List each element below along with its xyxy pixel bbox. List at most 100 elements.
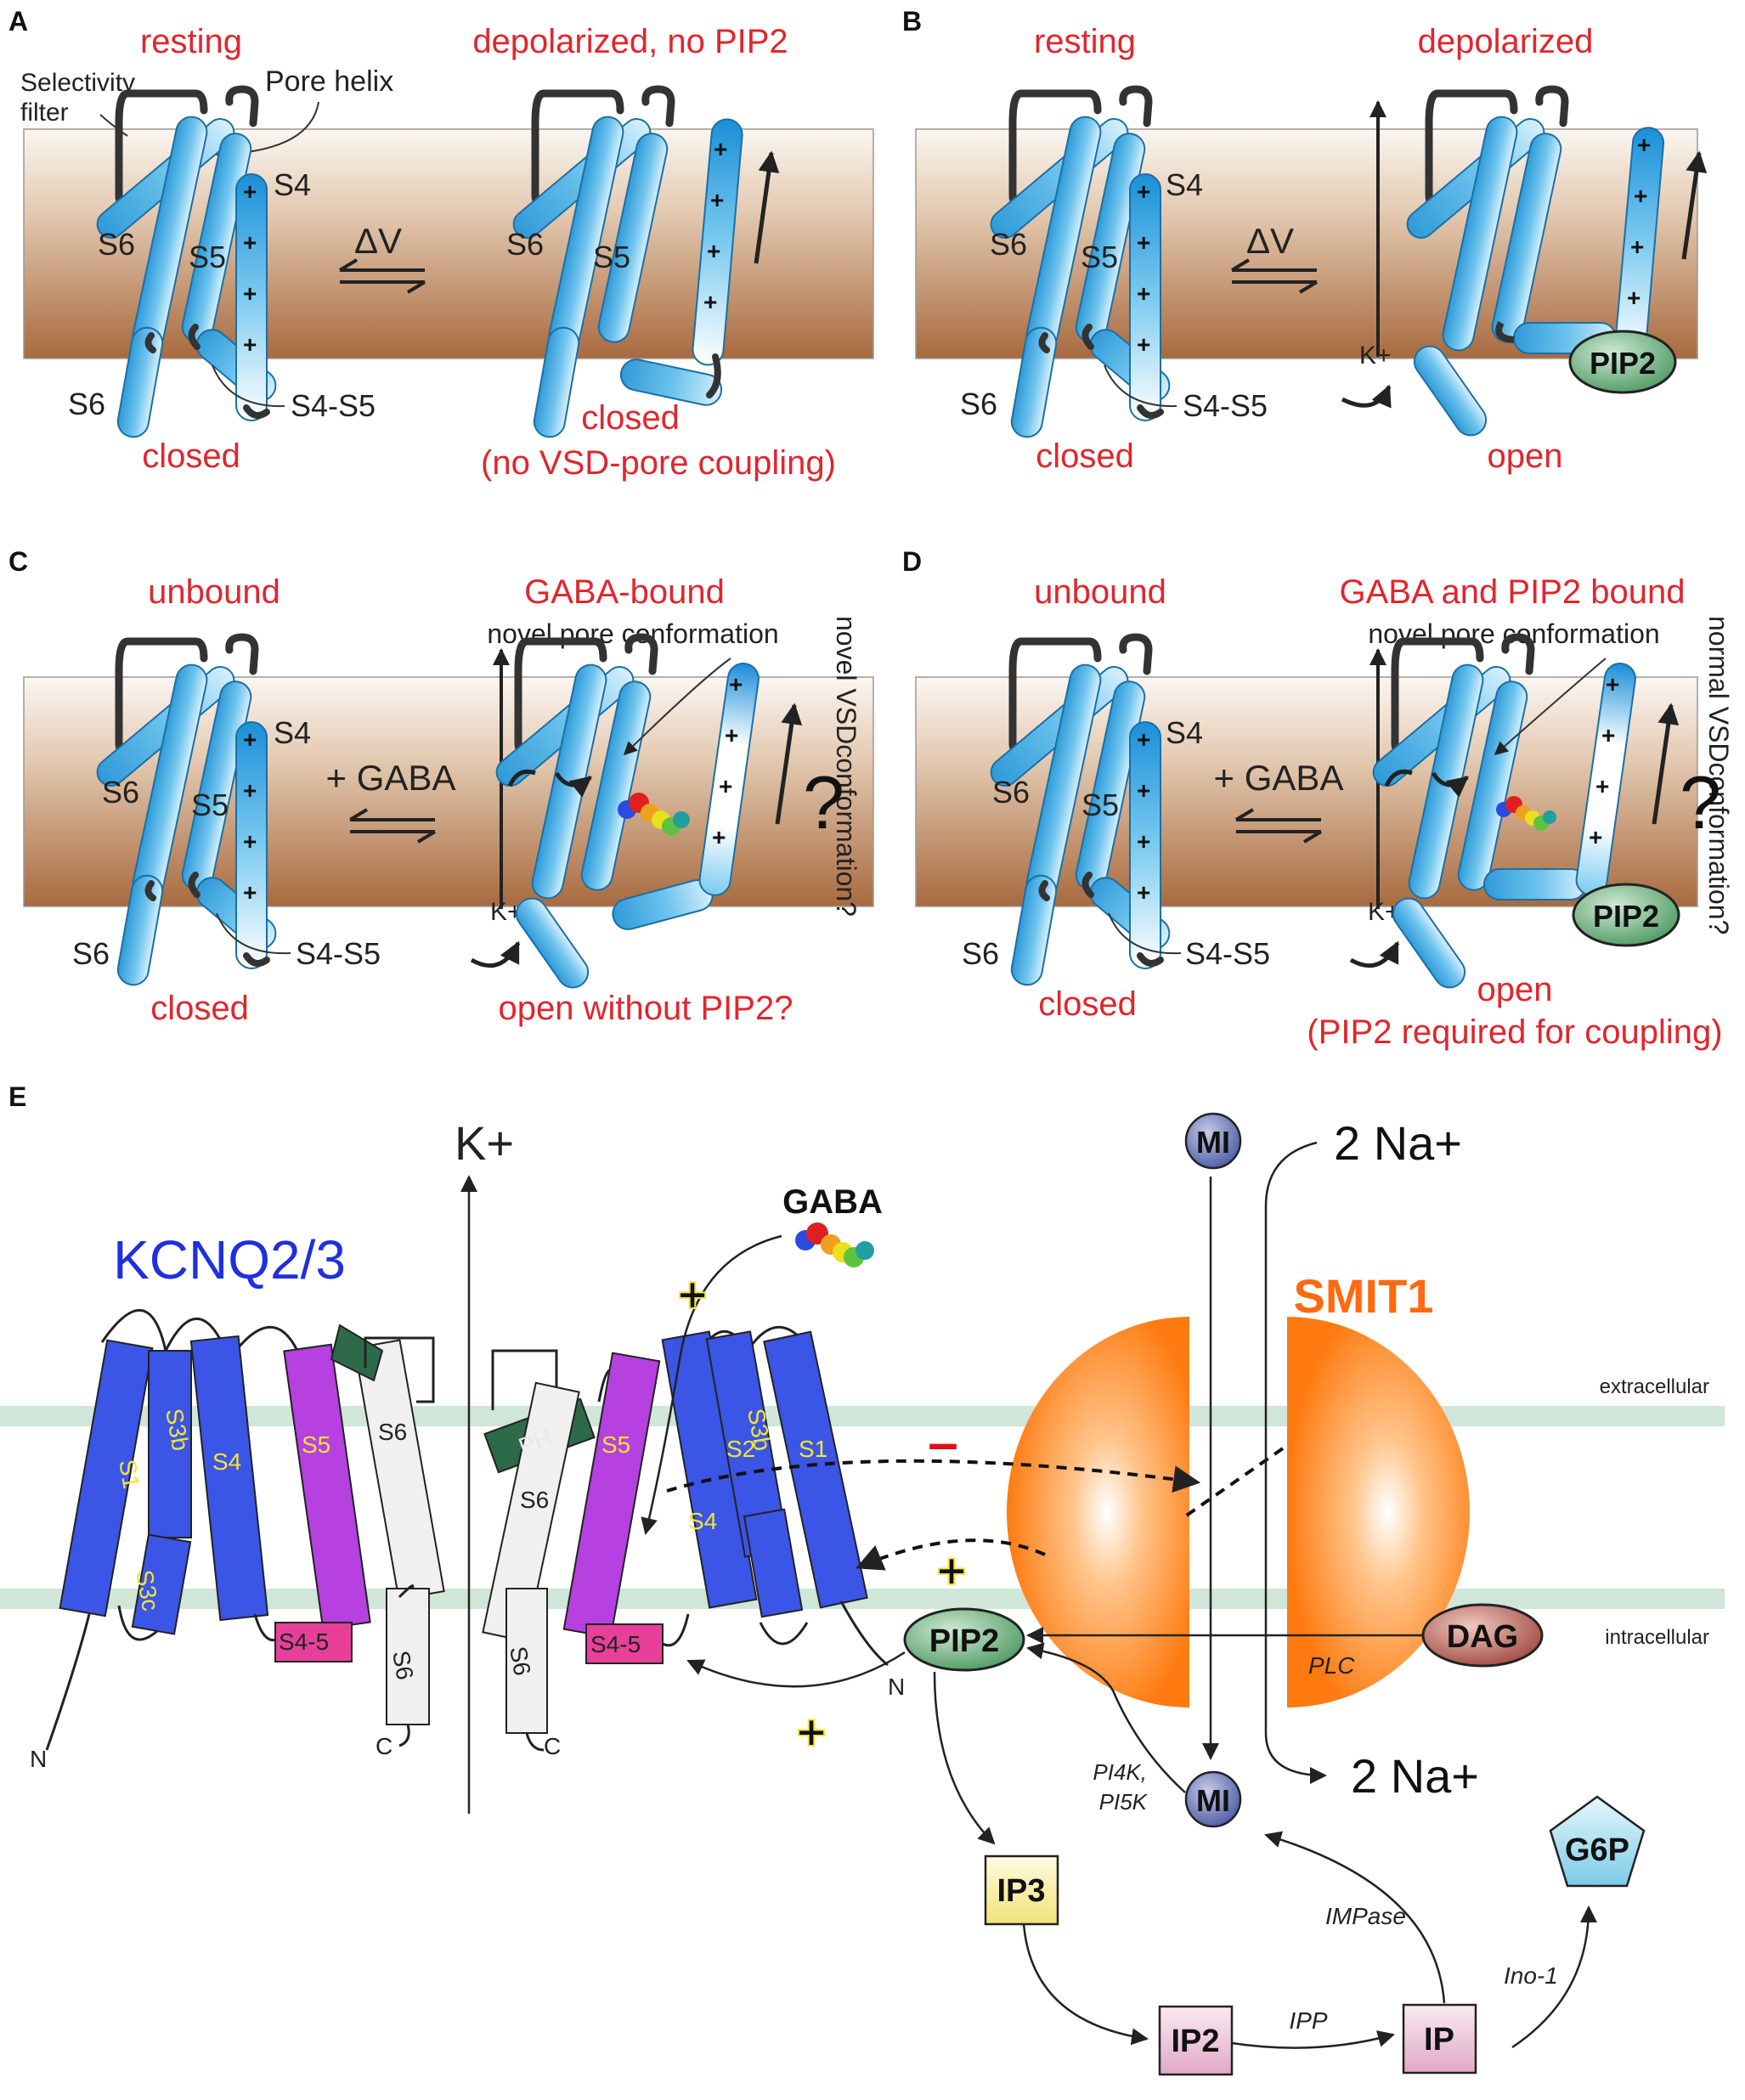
gaba-arrow-label-d: + GABA xyxy=(1214,758,1344,798)
kcnq-right-subunit: S5 S2 S3b S1 S4 PH S6 S6 S4-5 C N xyxy=(482,1326,905,1759)
mi-top xyxy=(1184,1112,1242,1170)
state-c-right-top: GABA-bound xyxy=(524,573,725,611)
s6-lower-label-d: S6 xyxy=(962,936,999,971)
svg-text:DAG: DAG xyxy=(1447,1619,1518,1655)
svg-text:+: + xyxy=(1634,183,1647,209)
intracellular-label: intracellular xyxy=(1605,1626,1709,1649)
svg-text:+: + xyxy=(719,773,732,799)
gaba-arrow-label-c: + GABA xyxy=(326,758,456,798)
s4-charges: ++ ++ xyxy=(243,178,257,358)
svg-text:+: + xyxy=(1627,285,1641,311)
svg-text:+: + xyxy=(729,671,743,697)
s4-s5-label-d: S4-S5 xyxy=(1185,936,1270,971)
ip2-box xyxy=(1158,2005,1234,2076)
s4-label: S4 xyxy=(274,167,311,202)
s5-label-d: S5 xyxy=(1081,788,1119,822)
s6-lower-label: S6 xyxy=(68,387,105,421)
state-d-right-bottom-1: open xyxy=(1477,971,1553,1008)
s6-lower-label-c: S6 xyxy=(72,936,110,971)
s6-right-label: S6 xyxy=(506,227,544,262)
s6-lower-label-b: S6 xyxy=(960,387,997,421)
state-a-right-top: depolarized, no PIP2 xyxy=(472,23,788,60)
state-a-left-bottom: closed xyxy=(142,438,240,475)
membrane-outer-band xyxy=(0,1406,1725,1426)
s6-label: S6 xyxy=(98,227,135,262)
svg-text:+: + xyxy=(703,289,717,315)
question-mark-d: ? xyxy=(1680,760,1721,844)
selectivity-filter-label-2: filter xyxy=(20,99,69,127)
svg-text:PIP2: PIP2 xyxy=(1590,346,1656,381)
ipp-label: IPP xyxy=(1289,2007,1327,2034)
side-note-c: novel VSDconformation? xyxy=(831,616,861,917)
delta-v-label-b: ΔV xyxy=(1246,221,1294,261)
svg-text:+: + xyxy=(710,187,724,213)
svg-text:MI: MI xyxy=(1196,1783,1230,1818)
pip2-bubble-d xyxy=(1572,883,1680,947)
svg-text:+: + xyxy=(243,178,257,205)
s6-left: S6 xyxy=(378,1419,407,1445)
s4-left: S4 xyxy=(212,1448,241,1475)
svg-text:+: + xyxy=(1589,824,1602,850)
plus-pip2: + xyxy=(796,1704,826,1761)
panel-letter-e: E xyxy=(8,1081,26,1112)
kplus-e: K+ xyxy=(455,1116,514,1170)
s6-label-c: S6 xyxy=(102,775,139,810)
panel-a: resting depolarized, no PIP2 closed clos… xyxy=(20,23,874,482)
svg-text:+: + xyxy=(243,879,257,906)
minus-smit: – xyxy=(928,1412,958,1473)
svg-text:+: + xyxy=(1601,722,1615,748)
selectivity-filter-label: Selectivity xyxy=(20,69,135,97)
svg-text:G6P: G6P xyxy=(1565,1832,1629,1868)
pi5k-label: PI5K xyxy=(1099,1789,1149,1815)
c-term-right: C xyxy=(544,1733,561,1759)
s1-right: S1 xyxy=(799,1436,827,1462)
s5-right-label: S5 xyxy=(593,240,630,274)
svg-text:+: + xyxy=(1595,773,1609,799)
extracellular-label: extracellular xyxy=(1600,1375,1709,1398)
state-d-right-top: GABA and PIP2 bound xyxy=(1340,573,1686,611)
mi-bottom xyxy=(1184,1770,1242,1828)
s4-label-b: S4 xyxy=(1166,167,1203,202)
n-term-left: N xyxy=(30,1746,47,1772)
s4-s5-label-c: S4-S5 xyxy=(296,936,381,971)
state-b-left-top: resting xyxy=(1034,23,1136,60)
kplus-label-b: K+ xyxy=(1359,342,1392,370)
s4-s5-label: S4-S5 xyxy=(291,388,376,423)
svg-text:+: + xyxy=(714,136,727,162)
svg-text:+: + xyxy=(243,280,257,307)
s4-s5-label-b: S4-S5 xyxy=(1183,388,1268,423)
panel-c: unbound GABA-bound novel pore conformati… xyxy=(23,573,874,1027)
state-b-right-top: depolarized xyxy=(1418,23,1594,60)
gaba-molecule-e xyxy=(795,1222,874,1267)
panel-d: unbound GABA and PIP2 bound novel pore c… xyxy=(915,573,1734,1051)
s6-label-b: S6 xyxy=(990,227,1027,262)
impase-label: IMPase xyxy=(1325,1903,1406,1929)
panel-letter-c: C xyxy=(8,546,28,577)
state-a-left-top: resting xyxy=(140,23,242,60)
s5-label-b: S5 xyxy=(1081,240,1118,274)
panel-b: resting depolarized closed open S4 S6 S5… xyxy=(915,23,1708,475)
gaba-molecule-c xyxy=(618,793,690,836)
svg-text:+: + xyxy=(243,331,257,358)
gaba-label-e: GABA xyxy=(782,1183,883,1221)
state-c-left-bottom: closed xyxy=(150,990,249,1027)
question-mark-c: ? xyxy=(803,760,844,844)
panel-letter-d: D xyxy=(902,546,922,577)
s1-left: S1 xyxy=(114,1458,144,1491)
pi4k-label: PI4K, xyxy=(1093,1759,1147,1785)
pore-helix-label: Pore helix xyxy=(265,65,393,98)
svg-text:PIP2: PIP2 xyxy=(1593,899,1659,934)
state-b-right-bottom: open xyxy=(1488,438,1563,475)
s5-right: S5 xyxy=(601,1431,630,1458)
s45-left: S4-5 xyxy=(279,1629,329,1655)
smit1-transporter xyxy=(1007,1317,1470,1708)
side-note-d: normal VSDconformation? xyxy=(1703,616,1734,934)
svg-text:+: + xyxy=(1606,671,1619,697)
svg-text:+: + xyxy=(1137,828,1150,855)
s6-label-d: S6 xyxy=(992,775,1030,810)
state-a-right-bottom-2: (no VSD-pore coupling) xyxy=(481,444,836,482)
na-top: 2 Na+ xyxy=(1334,1116,1462,1170)
gaba-molecule-d xyxy=(1496,796,1556,831)
s4-right: S4 xyxy=(688,1508,717,1534)
